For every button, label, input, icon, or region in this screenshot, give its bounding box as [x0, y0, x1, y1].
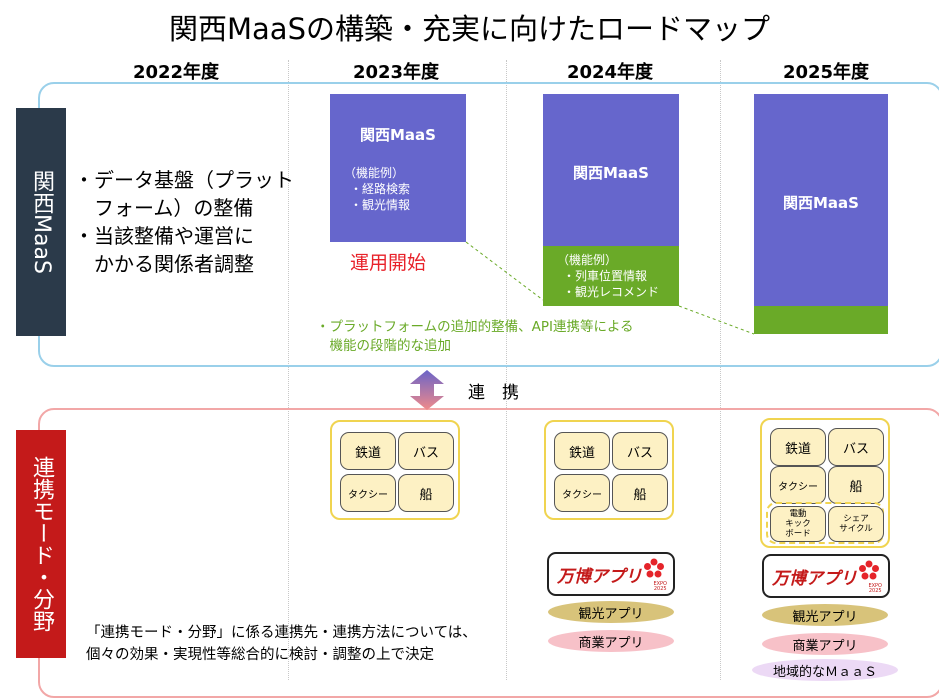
app-oval-commerce: 商業アプリ: [762, 633, 888, 655]
dashed-connectors: [465, 241, 755, 335]
mode-chip-taxi: タクシー: [554, 474, 610, 512]
side-label-maas: 関西MaaS: [29, 170, 54, 274]
mode-chip-kickboard: 電動 キック ボード: [770, 506, 826, 542]
feature-heading: （機能例）: [557, 253, 618, 267]
mode-chip-taxi: タクシー: [340, 474, 396, 512]
expo-logo-icon: [644, 558, 664, 578]
year-header-2025: 2025年度: [782, 62, 870, 83]
expo-logo-text: EXPO 2025: [653, 581, 667, 592]
mode-chip-ship: 船: [612, 474, 668, 512]
expo-app-label: 万博アプリ: [772, 568, 857, 589]
expo-app-label: 万博アプリ: [557, 566, 642, 587]
feature-box-2025: [754, 306, 888, 334]
mode-group-2024: 鉄道 バス タクシー 船: [544, 420, 674, 520]
mode-chip-bus: バス: [612, 432, 668, 470]
bottom-note-line: 「連携モード・分野」に係る連携先・連携方法については、: [86, 625, 477, 641]
page-title: 関西MaaSの構築・充実に向けたロードマップ: [169, 12, 770, 46]
y2022-line: かかる関係者調整: [74, 252, 254, 276]
expo-app-2024: 万博アプリ EXPO 2025: [547, 552, 675, 596]
side-label-modes: 連携モード・分野: [29, 456, 54, 632]
mode-chip-bus: バス: [398, 432, 454, 470]
link-label: 連 携: [468, 383, 519, 403]
green-note-line: 機能の段階的な追加: [316, 338, 451, 354]
maas-box-title: 関西MaaS: [573, 164, 649, 182]
mode-chip-bus: バス: [828, 428, 884, 466]
mode-chip-ship: 船: [398, 474, 454, 512]
y2022-line: フォーム）の整備: [74, 196, 254, 220]
feature-heading: （機能例）: [344, 166, 405, 180]
app-oval-commerce: 商業アプリ: [548, 630, 674, 652]
mode-chip-ship: 船: [828, 466, 884, 504]
app-oval-tourism: 観光アプリ: [762, 604, 888, 626]
year-header-2022: 2022年度: [132, 62, 220, 83]
feature-item: ・観光レコメンド: [563, 285, 660, 299]
mode-chip-cycle: シェア サイクル: [828, 506, 884, 542]
app-oval-regional: 地域的なＭａａＳ: [752, 659, 898, 681]
side-label-modes-box: 連携モード・分野: [16, 430, 66, 658]
mode-group-2023: 鉄道 バス タクシー 船: [330, 420, 460, 520]
year-header-2023: 2023年度: [352, 62, 440, 83]
mode-chip-rail: 鉄道: [770, 428, 826, 466]
app-oval-tourism: 観光アプリ: [548, 601, 674, 623]
launch-label: 運用開始: [350, 252, 427, 274]
y2022-line: ・データ基盤（プラット: [74, 168, 294, 192]
feature-item: ・列車位置情報: [563, 269, 648, 283]
side-label-maas-box: 関西MaaS: [16, 108, 66, 336]
expo-logo-icon: [859, 560, 879, 580]
bottom-note-line: 個々の効果・実現性等総合的に検討・調整の上で決定: [86, 647, 434, 663]
feature-item: ・観光情報: [350, 198, 411, 212]
year-header-2024: 2024年度: [566, 62, 654, 83]
maas-box-title: 関西MaaS: [783, 194, 859, 212]
maas-box-title: 関西MaaS: [360, 126, 436, 144]
mode-chip-rail: 鉄道: [340, 432, 396, 470]
feature-box-2024: （機能例） ・列車位置情報 ・観光レコメンド: [543, 246, 679, 306]
y2022-description: ・データ基盤（プラット フォーム）の整備 ・当該整備や運営に かかる関係者調整: [74, 166, 304, 278]
mode-group-2025: 鉄道 バス タクシー 船 電動 キック ボード シェア サイクル: [760, 418, 890, 548]
y2022-line: ・当該整備や運営に: [74, 224, 254, 248]
expo-app-2025: 万博アプリ EXPO 2025: [762, 554, 890, 598]
expo-logo-text: EXPO 2025: [868, 583, 882, 594]
green-note-line: ・プラットフォームの追加的整備、API連携等による: [316, 319, 634, 335]
mode-chip-taxi: タクシー: [770, 466, 826, 504]
mode-chip-rail: 鉄道: [554, 432, 610, 470]
maas-box-2025: 関西MaaS: [754, 94, 888, 306]
double-arrow-icon: [410, 370, 444, 410]
green-note: ・プラットフォームの追加的整備、API連携等による 機能の段階的な追加: [316, 318, 634, 356]
bottom-note: 「連携モード・分野」に係る連携先・連携方法については、 個々の効果・実現性等総合…: [86, 622, 477, 666]
maas-box-2024: 関西MaaS: [543, 94, 679, 246]
maas-box-2023: 関西MaaS （機能例） ・経路検索 ・観光情報: [330, 94, 466, 242]
column-divider: [506, 60, 507, 680]
column-divider: [720, 60, 721, 680]
feature-item: ・経路検索: [350, 182, 411, 196]
column-divider: [288, 60, 289, 680]
